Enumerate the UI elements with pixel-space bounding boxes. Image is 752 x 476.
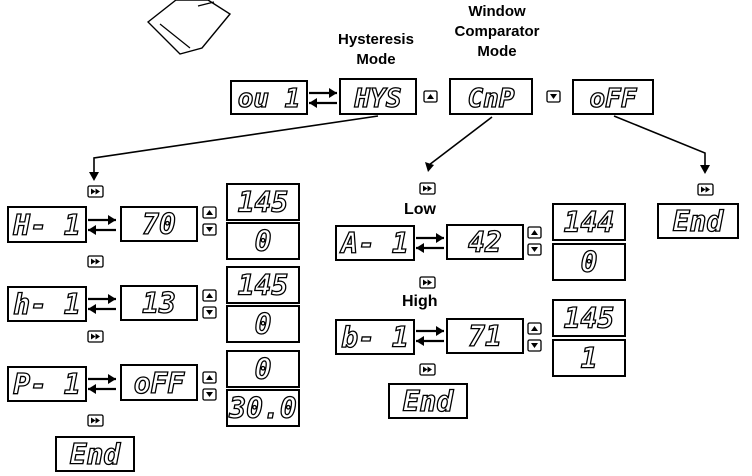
svg-text:144: 144 — [564, 206, 615, 239]
down-key-icon — [202, 388, 217, 401]
svg-text:Window: Window — [468, 3, 526, 20]
svg-text:70: 70 — [142, 208, 176, 241]
display-b1-value: 71 — [446, 318, 524, 354]
up-key-icon — [202, 206, 217, 219]
low-label: Low — [404, 201, 437, 218]
swap-arrows-icon — [86, 372, 118, 396]
arrowhead-icon — [425, 162, 434, 172]
display-p1-value: oFF — [120, 364, 198, 401]
svg-text:71: 71 — [468, 320, 502, 353]
shift-key-icon — [419, 182, 436, 195]
high-label: High — [402, 293, 438, 310]
svg-text:145: 145 — [238, 186, 289, 219]
svg-text:End: End — [70, 438, 122, 471]
display-b1-max: 145 — [552, 299, 626, 337]
display-hyst1: h- 1 — [7, 286, 87, 322]
svg-text:CnP: CnP — [468, 84, 515, 114]
svg-text:b- 1: b- 1 — [341, 321, 408, 354]
display-a1-min: 0 — [552, 243, 626, 281]
svg-text:End: End — [403, 385, 455, 418]
display-hyst1-value: 13 — [120, 285, 198, 321]
display-hysteresis-end: End — [55, 436, 135, 472]
svg-text:Hysteresis: Hysteresis — [338, 31, 414, 48]
hand-pointer-icon — [146, 0, 232, 55]
display-hyst1-min: 0 — [226, 305, 300, 343]
swap-arrows-icon — [414, 231, 446, 255]
display-b1: b- 1 — [335, 319, 415, 355]
svg-text:Comparator: Comparator — [454, 23, 539, 40]
svg-text:End: End — [673, 205, 725, 238]
display-h1-min: 0 — [226, 222, 300, 260]
svg-text:P- 1: P- 1 — [13, 368, 80, 401]
svg-text:13: 13 — [142, 287, 176, 320]
svg-text:0: 0 — [581, 246, 598, 279]
svg-text:h- 1: h- 1 — [13, 288, 80, 321]
down-key-icon — [527, 243, 542, 256]
display-cnp: CnP — [449, 78, 533, 115]
display-out: ou 1 — [230, 80, 308, 115]
display-hyst1-max: 145 — [226, 266, 300, 304]
branch-connectors — [89, 115, 710, 181]
svg-text:145: 145 — [564, 302, 615, 335]
window-comparator-mode-header: Window Comparator Mode — [454, 3, 539, 60]
arrowhead-icon — [700, 165, 710, 174]
display-a1-value: 42 — [446, 224, 524, 260]
display-p1-max: 0 — [226, 350, 300, 388]
down-key-icon — [527, 339, 542, 352]
display-hys: HYS — [339, 78, 417, 115]
shift-key-icon — [87, 185, 104, 198]
display-h1-value: 70 — [120, 206, 198, 242]
up-key-icon — [202, 371, 217, 384]
svg-text:oFF: oFF — [134, 367, 186, 400]
up-key-icon — [527, 226, 542, 239]
svg-text:30.0: 30.0 — [228, 392, 296, 425]
display-window-end: End — [388, 383, 468, 419]
up-key-icon — [202, 289, 217, 302]
display-h1-max: 145 — [226, 183, 300, 221]
swap-arrows-icon — [86, 213, 118, 237]
shift-key-icon — [87, 255, 104, 268]
swap-arrows-icon — [307, 86, 339, 110]
down-key-icon — [546, 90, 561, 103]
swap-arrows-icon — [414, 324, 446, 348]
display-h1: H- 1 — [7, 206, 87, 243]
display-b1-min: 1 — [552, 339, 626, 377]
down-key-icon — [202, 223, 217, 236]
svg-text:Mode: Mode — [477, 43, 516, 60]
display-a1-max: 144 — [552, 203, 626, 241]
svg-text:HYS: HYS — [354, 84, 402, 114]
shift-key-icon — [419, 276, 436, 289]
svg-text:A- 1: A- 1 — [339, 227, 408, 260]
swap-arrows-icon — [86, 292, 118, 316]
display-off: oFF — [572, 79, 654, 115]
svg-text:ou 1: ou 1 — [238, 84, 301, 114]
shift-key-icon — [419, 363, 436, 376]
shift-key-icon — [697, 183, 714, 196]
svg-text:H- 1: H- 1 — [12, 209, 80, 242]
shift-key-icon — [87, 414, 104, 427]
shift-key-icon — [87, 330, 104, 343]
display-off-end: End — [657, 203, 739, 239]
display-a1: A- 1 — [335, 225, 415, 261]
display-p1: P- 1 — [7, 366, 87, 402]
up-key-icon — [423, 90, 438, 103]
svg-text:Mode: Mode — [356, 51, 395, 68]
svg-text:0: 0 — [255, 225, 272, 258]
svg-text:145: 145 — [238, 269, 289, 302]
svg-text:oFF: oFF — [590, 84, 638, 114]
display-p1-min: 30.0 — [226, 389, 300, 427]
down-key-icon — [202, 306, 217, 319]
svg-text:42: 42 — [468, 226, 502, 259]
svg-text:1: 1 — [581, 342, 598, 375]
up-key-icon — [527, 322, 542, 335]
arrowhead-icon — [89, 172, 99, 181]
hysteresis-mode-header: Hysteresis Mode — [338, 31, 414, 68]
svg-text:0: 0 — [255, 353, 272, 386]
svg-text:0: 0 — [255, 308, 272, 341]
